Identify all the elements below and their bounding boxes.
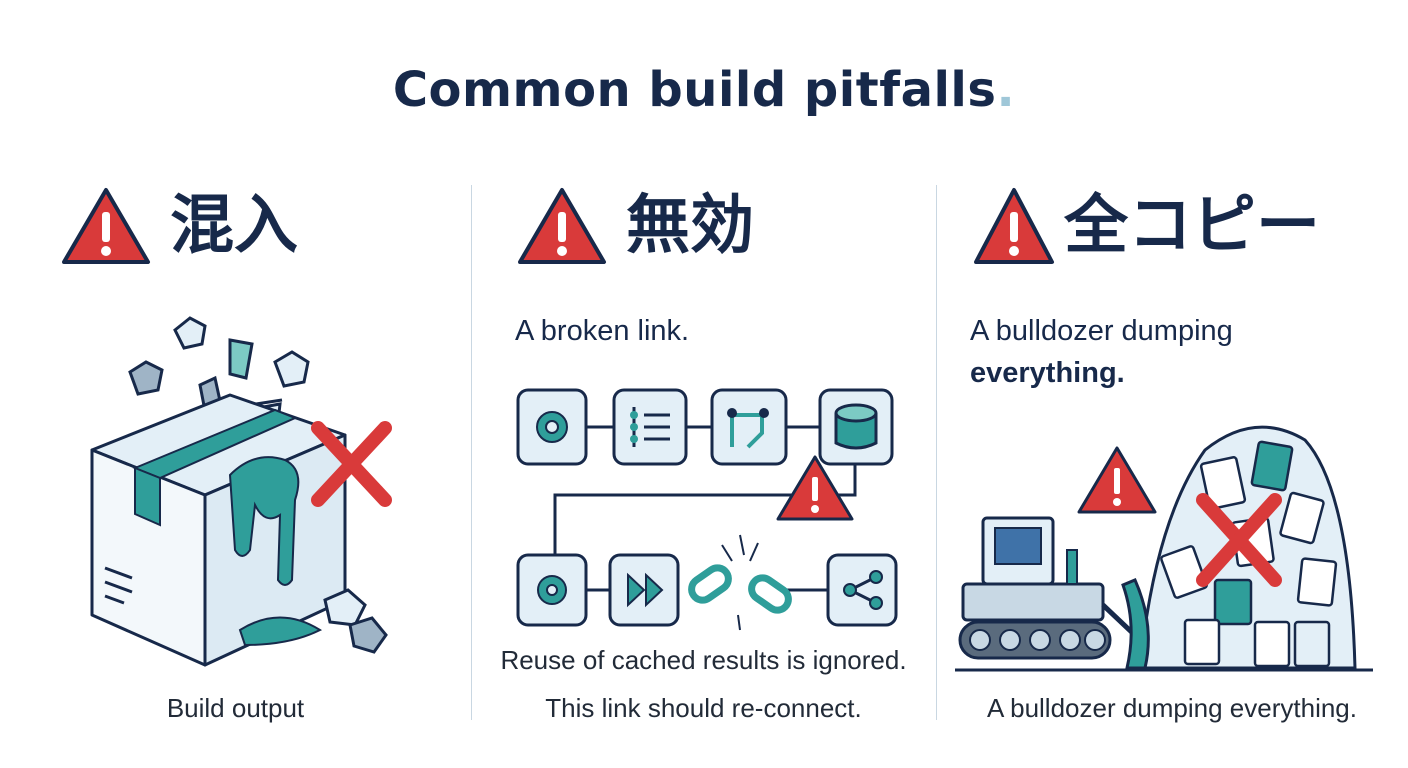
crumpled-paper-icon [128, 360, 164, 396]
panel-1-heading: 混入 [60, 186, 298, 266]
node-gear [516, 388, 588, 466]
warning-triangle-icon [518, 188, 606, 264]
broken-chain-icon [688, 534, 792, 631]
warning-triangle-icon [974, 188, 1054, 264]
bulldozer-icon [958, 516, 1150, 670]
node-share [826, 553, 898, 627]
red-x-icon [1196, 493, 1282, 587]
warning-triangle-icon [776, 455, 854, 521]
node-list [612, 388, 688, 466]
panel-3-subtitle: A bulldozer dumping everything. [970, 310, 1233, 394]
panel-3-heading-text: 全コピー [1064, 189, 1320, 263]
panel-2-caption-line2: This link should re-connect. [545, 693, 862, 723]
warning-triangle-icon [62, 188, 150, 264]
panel-2-heading-text: 無効 [626, 189, 754, 263]
red-x-icon [311, 421, 392, 507]
panel-2-caption-line1: Reuse of cached results is ignored. [500, 645, 907, 675]
column-divider-2 [936, 185, 937, 720]
crumpled-paper-icon [173, 316, 207, 350]
panel-3-subtitle-line2: everything. [970, 357, 1125, 389]
overflowing-box-illustration [90, 316, 392, 667]
title-dot: . [996, 62, 1016, 118]
column-divider-1 [471, 185, 472, 720]
panel-2-subtitle: A broken link. [515, 315, 690, 347]
cup-icon [228, 338, 254, 380]
panel-3-heading: 全コピー [972, 186, 1320, 266]
panel-1-caption: Build output [166, 693, 305, 723]
pipeline-diagram [516, 388, 898, 631]
panel-3-caption: A bulldozer dumping everything. [986, 693, 1357, 723]
warning-triangle-icon [1077, 446, 1157, 514]
panel-2-heading: 無効 [516, 186, 754, 266]
bulldozer-illustration [955, 425, 1373, 672]
node-fast-forward [608, 553, 680, 627]
crumpled-paper-icon [273, 350, 310, 388]
node-gear [516, 553, 588, 627]
page-title: Common build pitfalls. [0, 62, 1408, 118]
panel-1-heading-text: 混入 [170, 189, 298, 263]
title-text: Common build pitfalls [392, 62, 997, 118]
panel-3-subtitle-line1: A bulldozer dumping [970, 315, 1233, 347]
node-branch [710, 388, 788, 466]
node-database [818, 388, 894, 466]
